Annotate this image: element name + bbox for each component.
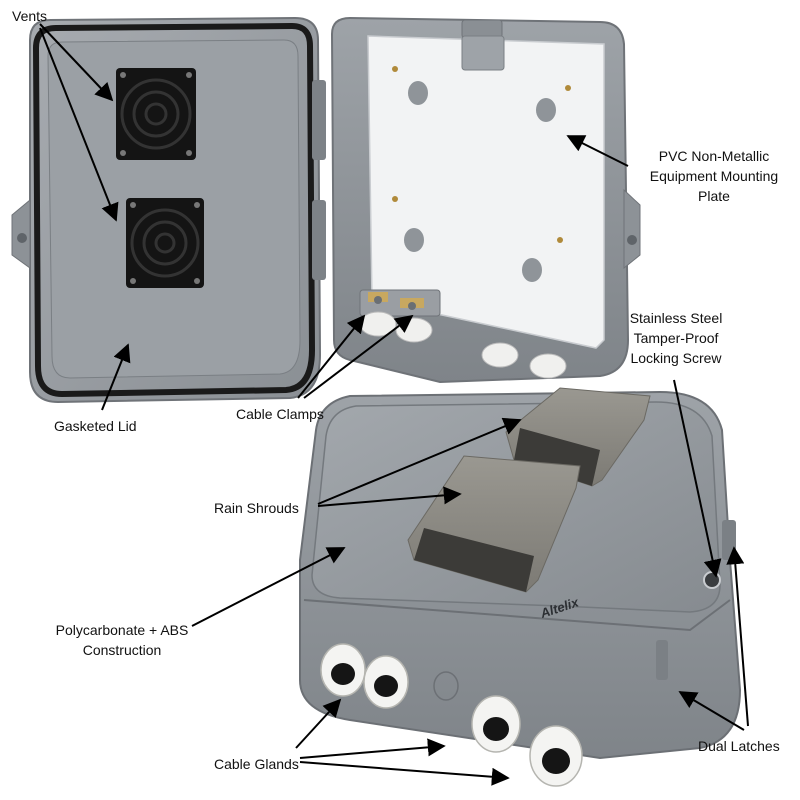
arrow-rain-shrouds-2 bbox=[317, 486, 462, 507]
arrow-gasketed-lid bbox=[101, 343, 131, 411]
arrow-mounting-plate bbox=[566, 135, 629, 167]
mounting-plate-label-line3: Plate bbox=[698, 188, 730, 204]
locking-screw-label-line1: Stainless Steel bbox=[629, 310, 723, 326]
cable-clamps-label: Cable Clamps bbox=[236, 406, 324, 422]
locking-screw-label-line3: Locking Screw bbox=[630, 350, 722, 366]
construction-label-line2: Construction bbox=[82, 642, 162, 658]
mounting-plate bbox=[367, 35, 605, 349]
vent-fan-lower bbox=[126, 198, 204, 288]
arrow-cable-clamps-2 bbox=[303, 314, 414, 399]
vent-fan-upper bbox=[116, 68, 196, 160]
arrow-vents-upper bbox=[39, 23, 114, 102]
cable-glands-label: Cable Glands bbox=[214, 756, 299, 772]
arrow-rain-shrouds-1 bbox=[317, 417, 522, 505]
dual-latches-label: Dual Latches bbox=[698, 738, 780, 754]
arrow-cable-glands-3 bbox=[299, 761, 510, 786]
rain-shrouds-label: Rain Shrouds bbox=[214, 500, 299, 516]
cable-glands bbox=[320, 643, 583, 787]
gasketed-lid-label: Gasketed Lid bbox=[54, 418, 137, 434]
arrow-locking-screw bbox=[673, 379, 722, 578]
construction-label-line1: Polycarbonate + ABS bbox=[55, 622, 189, 638]
vents-label: Vents bbox=[12, 8, 48, 24]
arrow-cable-glands-2 bbox=[299, 738, 446, 759]
cable-clamps bbox=[359, 289, 567, 379]
arrow-dual-latches-2 bbox=[678, 691, 745, 731]
arrow-vents-lower bbox=[39, 27, 119, 222]
callout-arrows bbox=[39, 23, 749, 786]
locking-screw-label-line2: Tamper-Proof bbox=[633, 330, 719, 346]
arrow-cable-glands-1 bbox=[295, 698, 342, 749]
arrow-construction bbox=[191, 547, 346, 627]
mounting-plate-label-line2: Equipment Mounting bbox=[649, 168, 779, 184]
arrow-dual-latches-1 bbox=[726, 546, 749, 727]
mounting-plate-label-line1: PVC Non-Metallic bbox=[658, 148, 770, 164]
arrow-cable-clamps-1 bbox=[297, 314, 366, 399]
